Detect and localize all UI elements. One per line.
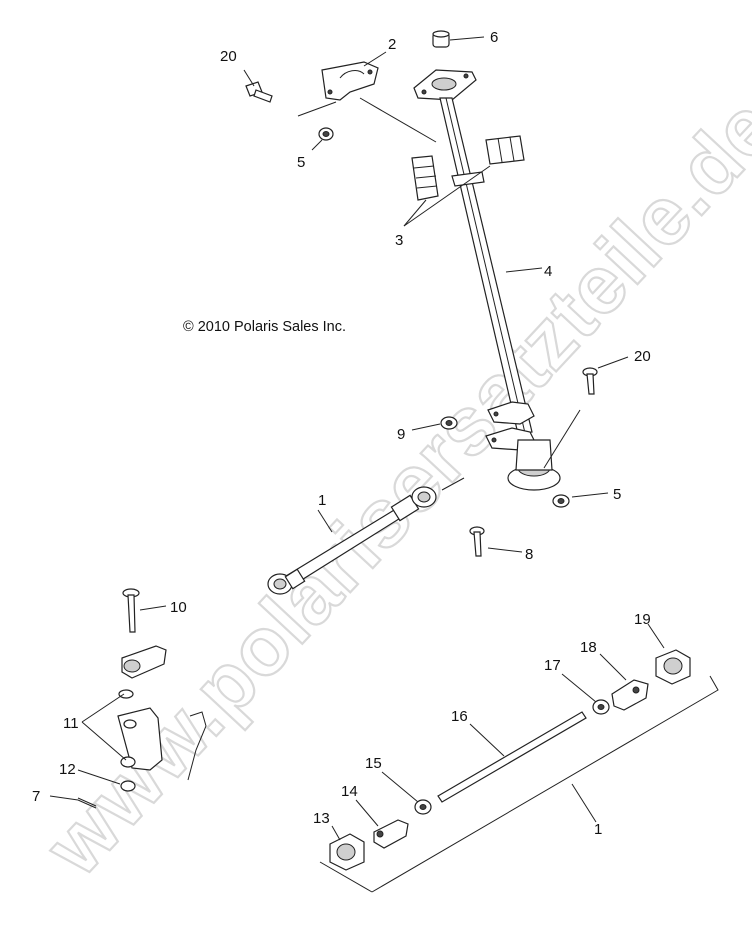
callout-20-right: 20 [634, 348, 651, 365]
nut-part [552, 494, 570, 508]
nut-part [440, 416, 458, 430]
leader-lines [49, 36, 665, 841]
cotter-pin-part [77, 797, 97, 809]
callout-10: 10 [170, 599, 187, 616]
bolt-part [122, 588, 140, 633]
callout-12: 12 [59, 761, 76, 778]
callout-1-upper: 1 [318, 492, 326, 509]
callout-5-lower: 5 [613, 486, 621, 503]
callout-6: 6 [490, 29, 498, 46]
callout-9: 9 [397, 426, 405, 443]
callout-2: 2 [388, 36, 396, 53]
pitman-arm-part [117, 645, 207, 792]
steering-column-part [413, 69, 561, 491]
callout-20-top: 20 [220, 48, 237, 65]
callout-16: 16 [451, 708, 468, 725]
clamp-bracket-part [321, 61, 379, 101]
callout-labels: 20 2 6 5 3 4 20 9 5 1 8 10 19 18 17 16 1… [32, 29, 651, 838]
callout-14: 14 [341, 783, 358, 800]
column-bushing-part [411, 135, 525, 201]
callout-11: 11 [63, 715, 79, 732]
bolt-part [245, 81, 273, 103]
tie-rod-assembly-part [319, 649, 719, 893]
callout-7: 7 [32, 788, 40, 805]
nut-part [318, 127, 334, 141]
bolt-part [469, 526, 485, 557]
callout-17: 17 [544, 657, 561, 674]
callout-8: 8 [525, 546, 533, 563]
callout-1-lower: 1 [594, 821, 602, 838]
copyright-text: © 2010 Polaris Sales Inc. [183, 319, 346, 335]
callout-13: 13 [313, 810, 330, 827]
intermediate-shaft-part [267, 486, 437, 595]
bushing-part [432, 30, 450, 48]
callout-18: 18 [580, 639, 597, 656]
callout-15: 15 [365, 755, 382, 772]
callout-5-top: 5 [297, 154, 305, 171]
callout-3: 3 [395, 232, 403, 249]
callout-4: 4 [544, 263, 552, 280]
callout-19: 19 [634, 611, 651, 628]
bolt-part [582, 367, 598, 395]
watermark-text: www.polarisersatzteile.de [28, 81, 752, 893]
